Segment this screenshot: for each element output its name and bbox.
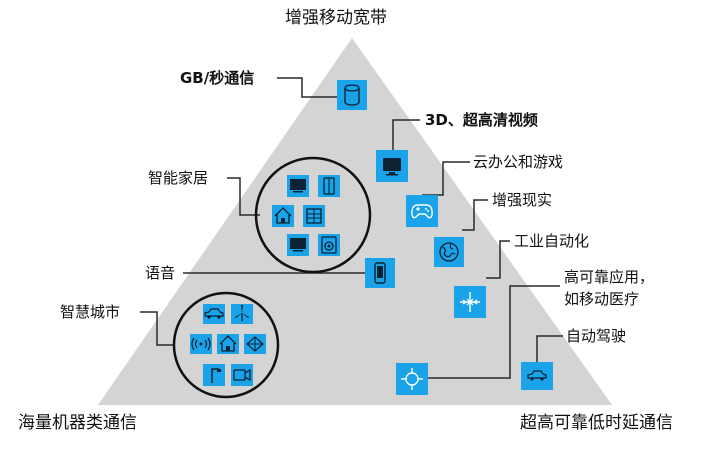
connector-auto-drive [536, 335, 563, 362]
voice-label: 语音 [145, 264, 176, 282]
streetlight-icon [203, 364, 225, 386]
connector-ar [462, 199, 488, 231]
signal-icon [190, 334, 212, 354]
tv-icon [287, 234, 309, 256]
house-icon [272, 205, 294, 227]
arrows-in-icon [454, 286, 486, 318]
smartphone-icon [365, 258, 395, 288]
monitor-icon [376, 150, 408, 182]
connector-video-3d [392, 119, 420, 150]
car-icon [203, 304, 225, 324]
windmill-icon [231, 304, 253, 324]
globe-icon [434, 237, 464, 267]
connector-smart-home [227, 177, 260, 216]
satellite-icon [244, 334, 266, 354]
corner-bottom-left-label: 海量机器类通信 [18, 413, 137, 433]
tv-icon [287, 175, 309, 197]
ar-label: 增强现实 [492, 191, 553, 209]
connector-industry-auto [486, 240, 510, 279]
washer-icon [318, 234, 340, 256]
smart-city-label: 智慧城市 [60, 303, 121, 321]
smart-home-icons [272, 175, 340, 256]
smart-city-icons [190, 304, 266, 386]
smart-city-group-circle [172, 291, 280, 399]
crosshair-icon [396, 363, 428, 395]
video-3d-label: 3D、超高清视频 [425, 111, 538, 129]
connector-smart-city [140, 311, 175, 346]
connector-gb-comm [277, 77, 337, 98]
smart-home-group-circle [254, 156, 372, 274]
smart-home-label: 智能家居 [148, 169, 209, 187]
building-icon [303, 205, 325, 227]
corner-top-label: 增强移动宽带 [285, 8, 387, 28]
corner-bottom-right-label: 超高可靠低时延通信 [520, 413, 673, 433]
auto-drive-label: 自动驾驶 [566, 327, 627, 345]
house-icon [217, 334, 239, 354]
fridge-icon [318, 175, 340, 197]
gamepad-icon [406, 195, 438, 227]
connector-high-reliability [428, 285, 560, 379]
connector-lines [140, 77, 563, 379]
high-reliability-label: 高可靠应用， 如移动医疗 [564, 268, 655, 308]
car-icon [521, 362, 553, 390]
database-icon [337, 80, 367, 110]
cloud-office-label: 云办公和游戏 [473, 153, 564, 171]
industry-auto-label: 工业自动化 [514, 232, 590, 250]
camera-icon [231, 364, 253, 386]
gb-comm-label: GB/秒通信 [180, 69, 255, 87]
